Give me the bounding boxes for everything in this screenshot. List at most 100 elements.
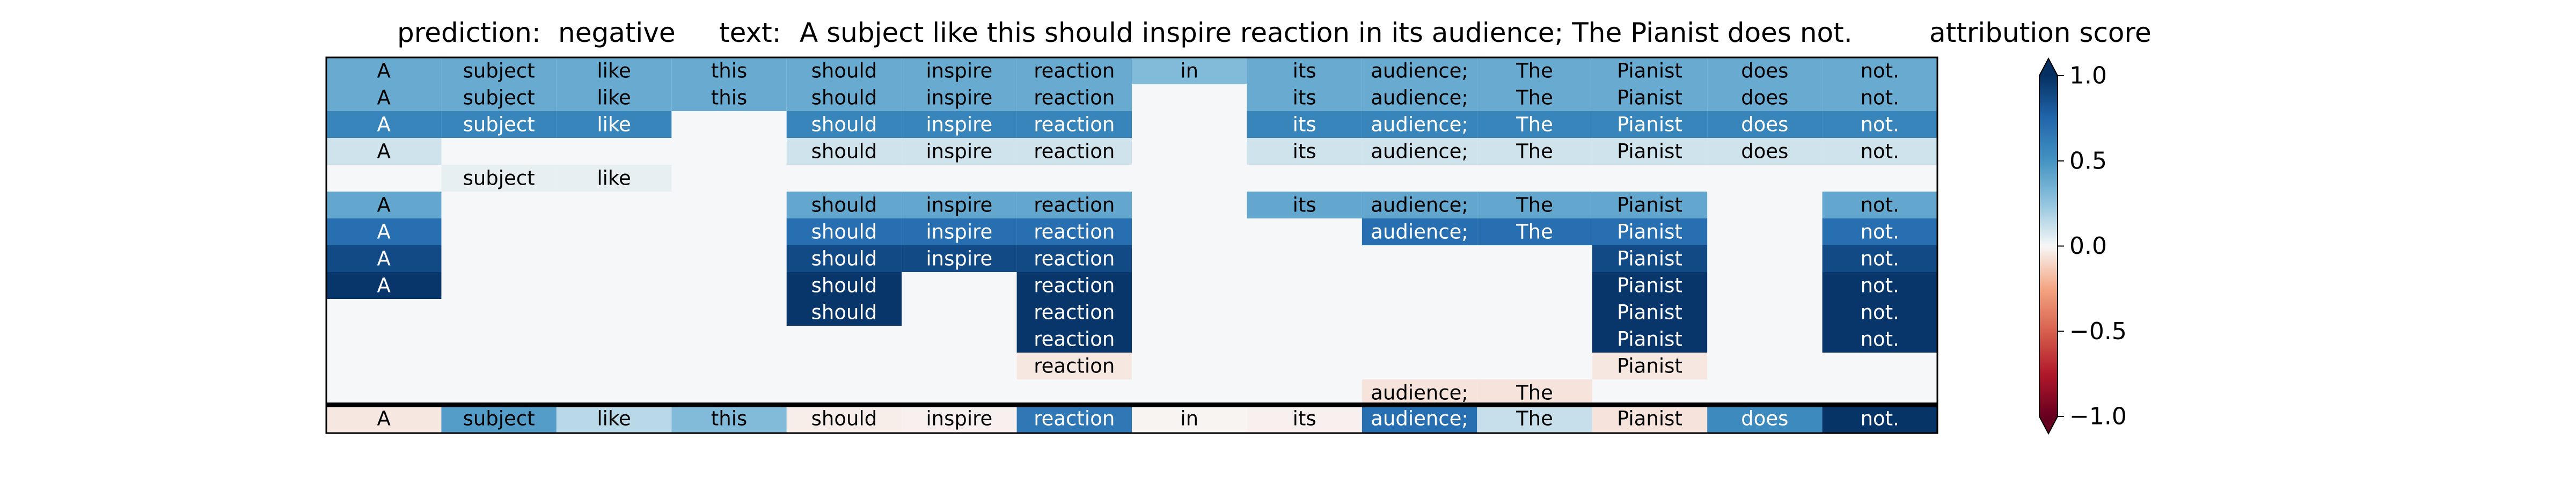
heatmap-cell <box>1016 111 1132 138</box>
token-label: does <box>1741 140 1788 163</box>
token-label: A <box>377 247 391 270</box>
token-label: The <box>1516 60 1553 83</box>
heatmap-cell <box>326 111 442 138</box>
token-label: inspire <box>926 113 992 136</box>
token-label: Pianist <box>1617 194 1682 217</box>
heatmap-cell <box>556 57 672 84</box>
token-label: should <box>811 274 877 297</box>
token-label: The <box>1516 221 1553 244</box>
heatmap-cell <box>1362 138 1477 165</box>
token-label: reaction <box>1034 328 1115 351</box>
heatmap-cell <box>1016 326 1132 353</box>
colorbar-tick-label: 0.5 <box>2069 147 2107 174</box>
colorbar-tick-label: 0.0 <box>2069 232 2107 260</box>
token-label: A <box>377 221 391 244</box>
heatmap-cell <box>1707 138 1823 165</box>
heatmap-cell <box>786 111 902 138</box>
heatmap-cell <box>326 57 442 84</box>
heatmap-cell <box>1016 57 1132 84</box>
token-label: does <box>1741 86 1788 109</box>
heatmap-frame <box>325 56 1938 407</box>
heatmap-cell <box>1592 57 1708 84</box>
token-label: The <box>1516 382 1553 405</box>
heatmap-cell <box>1592 218 1708 245</box>
token-label: reaction <box>1034 140 1115 163</box>
token-label: not. <box>1861 113 1899 136</box>
total-cell <box>1707 404 1823 433</box>
token-label: its <box>1293 86 1316 109</box>
heatmap-cell <box>1477 218 1592 245</box>
heatmap-cell <box>671 57 787 84</box>
total-cell <box>326 404 442 433</box>
heatmap-cell <box>326 84 442 111</box>
colorbar-title: attribution score <box>1929 17 2151 48</box>
token-label: audience; <box>1371 194 1468 217</box>
token-label: audience; <box>1371 86 1468 109</box>
heatmap-cell <box>326 192 442 218</box>
heatmap-cell <box>902 111 1017 138</box>
token-label: not. <box>1861 328 1899 351</box>
token-label: reaction <box>1034 247 1115 270</box>
token-label: Pianist <box>1617 247 1682 270</box>
colorbar-tick-label: −1.0 <box>2069 403 2127 430</box>
token-label: in <box>1180 60 1198 83</box>
heatmap-cell <box>326 245 442 272</box>
input-text: A subject like this should inspire react… <box>800 17 1853 48</box>
token-label: A <box>377 113 391 136</box>
token-label: like <box>597 113 631 136</box>
token-label: not. <box>1861 274 1899 297</box>
token-label: this <box>711 86 748 109</box>
heatmap-cell <box>326 138 442 165</box>
total-token-label: subject <box>463 407 535 430</box>
token-label: subject <box>463 113 535 136</box>
heatmap-cell <box>1592 111 1708 138</box>
heatmap-cell <box>1362 218 1477 245</box>
token-label: audience; <box>1371 221 1468 244</box>
token-label: its <box>1293 113 1316 136</box>
token-label: not. <box>1861 60 1899 83</box>
token-label: not. <box>1861 221 1899 244</box>
token-label: Pianist <box>1617 328 1682 351</box>
token-label: Pianist <box>1617 86 1682 109</box>
token-label: reaction <box>1034 194 1115 217</box>
token-label: audience; <box>1371 140 1468 163</box>
token-label: Pianist <box>1617 355 1682 378</box>
heatmap-cell <box>1247 84 1362 111</box>
heatmap-cell <box>1477 111 1592 138</box>
token-label: subject <box>463 86 535 109</box>
total-cell <box>1247 404 1362 433</box>
token-label: should <box>811 86 877 109</box>
token-label: reaction <box>1034 221 1115 244</box>
token-label: reaction <box>1034 113 1115 136</box>
token-label: Pianist <box>1617 301 1682 324</box>
token-label: like <box>597 60 631 83</box>
heatmap-cell <box>1362 111 1477 138</box>
total-cell <box>1132 404 1247 433</box>
heatmap-cell <box>1016 299 1132 326</box>
total-cell <box>902 404 1017 433</box>
heatmap-cell <box>1592 326 1708 353</box>
heatmap-cell <box>1477 379 1592 406</box>
total-token-label: The <box>1516 407 1553 430</box>
token-label: its <box>1293 60 1316 83</box>
heatmap-cell <box>902 245 1017 272</box>
token-label: reaction <box>1034 86 1115 109</box>
heatmap-cell <box>1016 84 1132 111</box>
heatmap-cell <box>1132 57 1247 84</box>
heatmap-cell <box>556 165 672 192</box>
token-label: audience; <box>1371 113 1468 136</box>
total-token-label: like <box>597 407 631 430</box>
token-label: should <box>811 301 877 324</box>
heatmap-cell <box>786 138 902 165</box>
prediction-label: prediction: <box>397 17 541 48</box>
token-label: does <box>1741 113 1788 136</box>
token-label: Pianist <box>1617 274 1682 297</box>
heatmap-cell <box>1707 111 1823 138</box>
total-cell <box>1477 404 1592 433</box>
colorbar: 1.00.50.0−0.5−1.0 <box>2039 57 2127 435</box>
heatmap-cell <box>902 57 1017 84</box>
heatmap-cell <box>1822 111 1937 138</box>
token-label: subject <box>463 60 535 83</box>
token-label: its <box>1293 194 1316 217</box>
